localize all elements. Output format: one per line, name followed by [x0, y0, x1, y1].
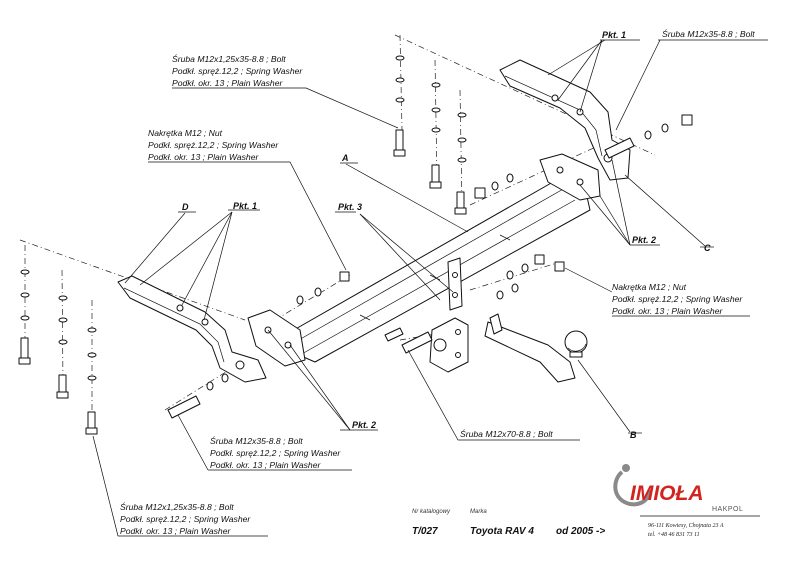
fasteners	[18, 55, 693, 435]
nut-left-line-1: Nakrętka M12 ; Nut	[148, 128, 223, 138]
callout-bottom-bolt: Śruba M12x1,25x35-8.8 ; Bolt Podkł. sprę…	[120, 501, 251, 536]
left-bracket-d	[117, 275, 267, 383]
logo-main-text: IMIOŁA	[630, 482, 704, 505]
nut-left-line-3: Podkł. okr. 13 ; Plain Washer	[148, 152, 259, 162]
callout-nut-left: Nakrętka M12 ; Nut Podkł. spręż.12,2 ; S…	[148, 128, 279, 162]
nut-right-line-3: Podkł. okr. 13 ; Plain Washer	[612, 306, 723, 316]
callout-mid-bolt: Śruba M12x35-8.8 ; Bolt Podkł. spręż.12,…	[210, 435, 341, 470]
nut-left-line-2: Podkł. spręż.12,2 ; Spring Washer	[148, 140, 279, 150]
top-bolt-line-2: Podkł. spręż.12,2 ; Spring Washer	[172, 66, 303, 76]
mid-bolt-line-2: Podkł. spręż.12,2 ; Spring Washer	[210, 448, 341, 458]
mid-bolt-line-3: Podkł. okr. 13 ; Plain Washer	[210, 460, 321, 470]
bottom-bolt-line-3: Podkł. okr. 13 ; Plain Washer	[120, 526, 231, 536]
bottom-bolt-line-1: Śruba M12x1,25x35-8.8 ; Bolt	[120, 501, 234, 512]
marker-pkt3: Pkt. 3	[338, 202, 362, 212]
leader-lines	[92, 39, 768, 537]
mid-bolt-line-1: Śruba M12x35-8.8 ; Bolt	[210, 435, 303, 446]
catalog-number: T/027	[412, 526, 438, 537]
callout-top-bolt: Śruba M12x1,25x35-8.8 ; Bolt Podkł. sprę…	[172, 53, 303, 88]
marker-c: C	[704, 243, 711, 253]
marker-pkt2-bottom: Pkt. 2	[352, 420, 376, 430]
marker-b: B	[630, 430, 637, 440]
catalog-caption: Nr katalogowy	[412, 509, 451, 515]
company-phone: tel. +48 46 831 73 11	[648, 531, 700, 538]
logo-ball-icon	[622, 464, 630, 472]
company-address: 96-111 Kowiesy, Chojnata 23 A	[648, 523, 724, 529]
logo-sub-text: HAKPOL	[712, 506, 743, 513]
top-bolt-line-1: Śruba M12x1,25x35-8.8 ; Bolt	[172, 53, 286, 64]
top-right-bolt-label: Śruba M12x35-8.8 ; Bolt	[662, 28, 755, 39]
vehicle-model: Toyota RAV 4	[470, 526, 534, 537]
nut-right-line-2: Podkł. spręż.12,2 ; Spring Washer	[612, 294, 743, 304]
marker-a: A	[341, 153, 349, 163]
marker-pkt2-right: Pkt. 2	[632, 235, 656, 245]
logo-hook-icon	[613, 470, 652, 507]
company-logo: IMIOŁA HAKPOL 96-111 Kowiesy, Chojnata 2…	[613, 464, 743, 538]
marker-pkt1-left: Pkt. 1	[233, 201, 257, 211]
ball-bolt-label: Śruba M12x70-8.8 ; Bolt	[460, 428, 553, 439]
callout-nut-right: Nakrętka M12 ; Nut Podkł. spręż.12,2 ; S…	[612, 282, 743, 316]
marker-d: D	[182, 202, 189, 212]
top-bolt-line-3: Podkł. okr. 13 ; Plain Washer	[172, 78, 283, 88]
tow-ball-b	[429, 313, 588, 383]
model-year: od 2005 ->	[556, 526, 605, 537]
brand-caption: Marka	[470, 509, 487, 515]
nut-right-line-1: Nakrętka M12 ; Nut	[612, 282, 687, 292]
title-block: Nr katalogowy T/027 Marka Toyota RAV 4 o…	[412, 509, 605, 537]
bottom-bolt-line-2: Podkł. spręż.12,2 ; Spring Washer	[120, 514, 251, 524]
marker-pkt1-top: Pkt. 1	[602, 30, 626, 40]
main-crossbeam-a	[247, 153, 601, 367]
markers: Pkt. 1 Pkt. 1 Pkt. 2 Pkt. 2 Pkt. 3 A B C…	[182, 30, 711, 440]
